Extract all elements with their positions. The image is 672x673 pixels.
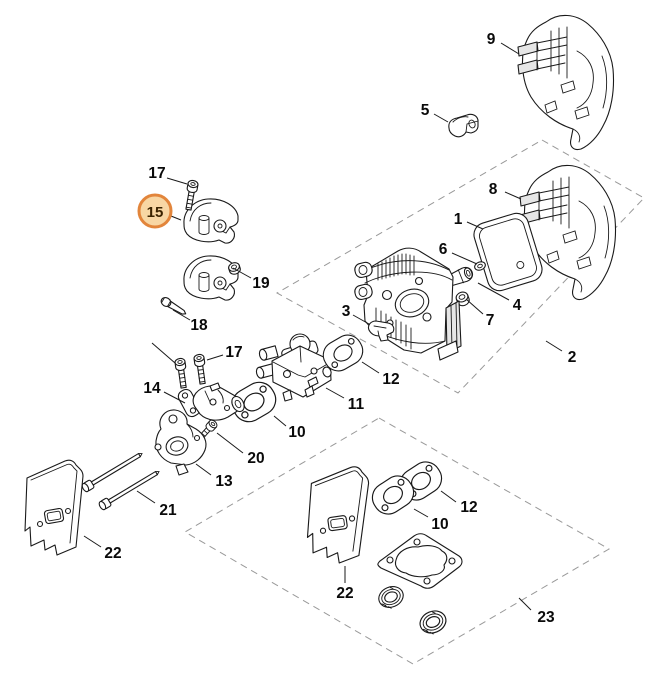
leader-10-bot [413, 508, 429, 518]
callout-3[interactable]: 3 [342, 303, 351, 320]
part-1-air-filter [473, 212, 543, 292]
callout-23[interactable]: 23 [537, 609, 555, 626]
leader-3 [352, 314, 370, 325]
leader-6 [451, 252, 478, 265]
leader-20 [216, 432, 244, 454]
callout-17-top[interactable]: 17 [148, 165, 165, 182]
air-filter-base [354, 247, 462, 361]
callout-11[interactable]: 11 [348, 396, 365, 413]
callout-9[interactable]: 9 [487, 31, 496, 48]
callout-17-low[interactable]: 17 [225, 344, 242, 361]
leader-1 [466, 221, 484, 230]
callout-22-left[interactable]: 22 [104, 545, 121, 562]
leader-12-bot [440, 490, 457, 503]
callout-22-bot[interactable]: 22 [336, 585, 353, 602]
part-9-filter-cover [517, 14, 615, 151]
callout-4[interactable]: 4 [513, 297, 522, 314]
leader-4 [477, 282, 510, 301]
part-22-shield-bottom [306, 464, 370, 565]
leader-13 [195, 463, 212, 476]
air-base-clips [354, 261, 373, 301]
callout-10-mid[interactable]: 10 [288, 424, 305, 441]
leader-15 [170, 215, 182, 221]
leader-7 [465, 298, 484, 315]
leader-8 [504, 191, 522, 200]
part-11-carburetor [255, 333, 332, 402]
leader-21 [136, 490, 156, 504]
callout-19[interactable]: 19 [252, 275, 270, 292]
callout-18[interactable]: 18 [190, 317, 208, 334]
part-22-shield-left [24, 459, 84, 556]
callout-7[interactable]: 7 [486, 312, 495, 329]
shutter-lower [183, 255, 239, 301]
callout-20[interactable]: 20 [247, 450, 264, 467]
callout-2[interactable]: 2 [568, 349, 577, 366]
part-3-clip [367, 320, 395, 342]
callout-12-bot[interactable]: 12 [460, 499, 477, 516]
leader-19 [232, 267, 252, 279]
leader-17-low [206, 354, 224, 361]
callout-10-bot[interactable]: 10 [431, 516, 448, 533]
callout-13[interactable]: 13 [215, 473, 233, 490]
leader-9 [500, 42, 520, 55]
part-17-screw-right [193, 353, 209, 385]
seal-ring-small [375, 582, 408, 612]
assembly-box-2 [275, 139, 645, 394]
part-13-flange [154, 409, 207, 476]
part-14-manifold [177, 382, 245, 421]
part-5-clamp [448, 113, 479, 138]
leader-10-mid [273, 415, 287, 427]
callout-8[interactable]: 8 [489, 181, 498, 198]
callout-12-mid[interactable]: 12 [382, 371, 399, 388]
leader-18 [172, 309, 191, 321]
assembly-box-23-gasket-set [184, 417, 610, 665]
highlight-circle-15[interactable] [137, 193, 173, 229]
leader-14 [163, 391, 186, 404]
leader-2 [545, 340, 563, 352]
leader-23 [518, 597, 532, 611]
leader-17-top [166, 177, 188, 185]
callout-14[interactable]: 14 [143, 380, 161, 397]
leader-12-mid [361, 361, 380, 374]
leader-5 [433, 113, 449, 123]
callout-5[interactable]: 5 [421, 102, 430, 119]
cylinder-gasket [377, 533, 463, 589]
callout-6[interactable]: 6 [439, 241, 448, 258]
callout-15[interactable]: 15 [147, 204, 164, 221]
seal-ring-large [416, 606, 451, 638]
part-18-screw [160, 297, 187, 315]
callout-21[interactable]: 21 [159, 502, 177, 519]
part-17-screw-left [174, 357, 190, 389]
leader-11 [325, 387, 345, 399]
leader-17-low-2 [151, 342, 176, 364]
leader-lines [83, 42, 563, 611]
callout-1[interactable]: 1 [454, 211, 463, 228]
part-6-washer [474, 261, 486, 271]
carburetor-body [271, 345, 332, 398]
leader-22-left [83, 535, 102, 548]
part-19-nut [228, 262, 241, 275]
